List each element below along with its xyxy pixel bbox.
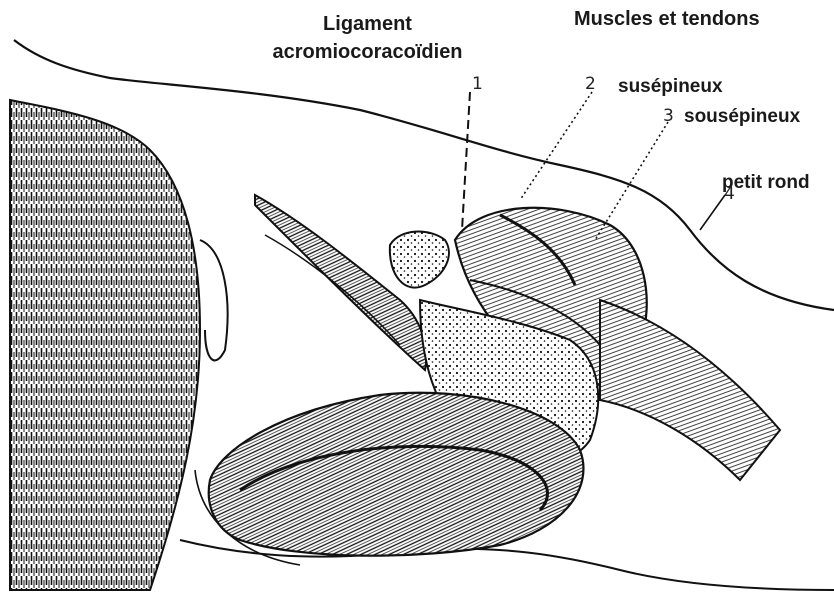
infraspinatus-label: sousépineux [684,106,800,128]
muscles-title: Muscles et tendons [574,8,760,31]
number-2: 2 [585,74,596,94]
skin-fold [200,240,228,360]
number-3: 3 [663,106,674,126]
leader-line-4 [700,195,725,230]
coracoid-process [390,232,449,288]
supraspinatus-label: susépineux [618,76,723,98]
deltoid-muscle [10,100,200,590]
ligament-label: Ligament acromiocoracoïdien [255,10,480,66]
humerus-shaft [600,300,780,480]
lower-oval-muscle [209,393,584,556]
number-1: 1 [472,74,483,94]
number-4: 4 [724,184,735,204]
ligament-label-line2: acromiocoracoïdien [255,38,480,66]
leader-line-1 [462,92,470,230]
leader-line-2 [520,92,592,200]
ligament-label-line1: Ligament [255,10,480,38]
teres-minor-label: petit rond [722,172,810,194]
